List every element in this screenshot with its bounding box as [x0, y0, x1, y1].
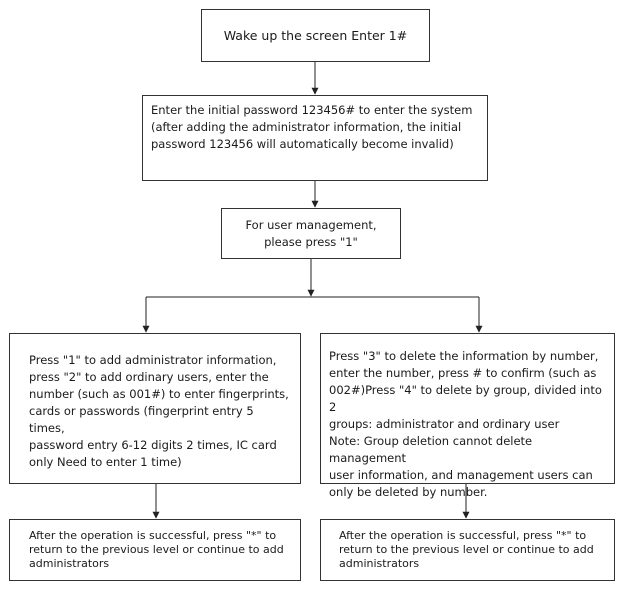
step-wake-text: Wake up the screen Enter 1# — [223, 28, 408, 43]
step-success-left-text: After the operation is successful, press… — [29, 529, 284, 570]
step-user-management-text: For user management, please press "1" — [245, 217, 377, 249]
step-initial-password-box: Enter the initial password 123456# to en… — [142, 95, 488, 181]
step-success-right-text: After the operation is successful, press… — [339, 529, 594, 570]
step-user-management-box: For user management, please press "1" — [221, 208, 401, 259]
step-success-right-box: After the operation is successful, press… — [320, 519, 615, 581]
step-initial-password-text: Enter the initial password 123456# to en… — [151, 103, 473, 151]
step-add-users-box: Press "1" to add administrator informati… — [9, 333, 301, 484]
step-delete-users-text: Press "3" to delete the information by n… — [329, 349, 602, 499]
step-delete-users-box: Press "3" to delete the information by n… — [320, 333, 615, 499]
step-success-left-box: After the operation is successful, press… — [9, 519, 301, 581]
step-wake-box: Wake up the screen Enter 1# — [201, 9, 430, 62]
step-add-users-text: Press "1" to add administrator informati… — [29, 353, 289, 469]
